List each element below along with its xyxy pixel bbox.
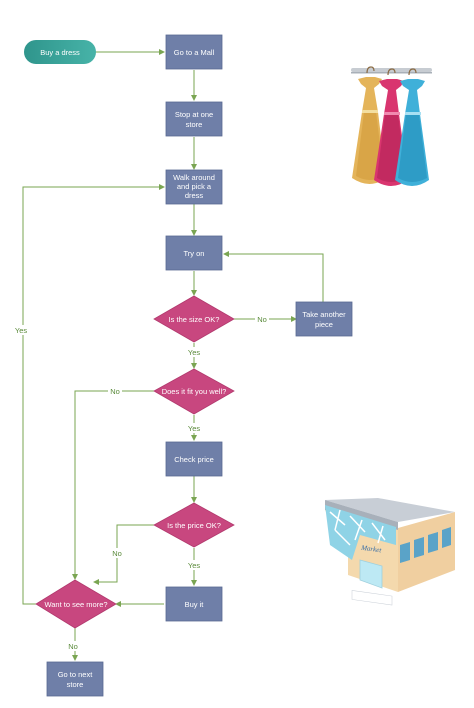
- label-fit-yes: Yes: [188, 424, 200, 433]
- edge-fit-no: [72, 390, 158, 580]
- node-walk-line2: and pick a: [177, 182, 212, 191]
- edge-labels: No Yes No Yes No Yes Yes No: [13, 314, 269, 651]
- node-want-see-more[interactable]: Want to see more?: [35, 579, 117, 629]
- market-building-icon: [325, 498, 455, 606]
- node-start[interactable]: Buy a dress: [24, 40, 96, 64]
- node-take-another-line2: piece: [315, 320, 333, 329]
- label-size-yes: Yes: [188, 348, 200, 357]
- node-walk-line3: dress: [185, 191, 204, 200]
- node-fit-well-label: Does it fit you well?: [162, 387, 227, 396]
- label-price-yes: Yes: [188, 561, 200, 570]
- node-go-to-mall[interactable]: Go to a Mall: [165, 34, 223, 70]
- node-take-another-line1: Take another: [302, 310, 346, 319]
- market-sign-text: Market: [360, 544, 383, 555]
- connectors: [22, 49, 324, 661]
- node-next-store[interactable]: Go to next store: [46, 661, 104, 697]
- node-stop-line2: store: [186, 120, 203, 129]
- node-take-another[interactable]: Take another piece: [295, 301, 353, 337]
- node-buy-it-label: Buy it: [185, 600, 205, 609]
- node-next-store-line2: store: [67, 680, 84, 689]
- node-go-to-mall-label: Go to a Mall: [174, 48, 215, 57]
- node-want-see-more-label: Want to see more?: [44, 600, 107, 609]
- node-walk-line1: Walk around: [173, 173, 215, 182]
- node-fit-well[interactable]: Does it fit you well?: [153, 368, 235, 415]
- node-try-on-label: Try on: [184, 249, 205, 258]
- label-more-no: No: [68, 642, 78, 651]
- node-walk-around[interactable]: Walk around and pick a dress: [165, 169, 223, 205]
- label-size-no: No: [257, 315, 267, 324]
- node-check-price-label: Check price: [174, 455, 214, 464]
- node-start-label: Buy a dress: [40, 48, 80, 57]
- edge-take-another-tryon: [223, 251, 324, 302]
- node-size-ok[interactable]: Is the size OK?: [153, 295, 235, 343]
- edge-more-yes: [22, 184, 165, 605]
- node-next-store-line1: Go to next: [58, 670, 94, 679]
- node-price-ok-label: Is the price OK?: [167, 521, 221, 530]
- dress-rack-icon: [351, 66, 432, 186]
- node-buy-it[interactable]: Buy it: [165, 586, 223, 622]
- node-price-ok[interactable]: Is the price OK?: [153, 502, 235, 548]
- node-size-ok-label: Is the size OK?: [169, 315, 220, 324]
- node-try-on[interactable]: Try on: [165, 235, 223, 271]
- node-stop-at-store[interactable]: Stop at one store: [165, 101, 223, 137]
- node-check-price[interactable]: Check price: [165, 441, 223, 477]
- edge-price-no: [93, 524, 158, 585]
- label-more-yes: Yes: [15, 326, 27, 335]
- label-fit-no: No: [110, 387, 120, 396]
- node-stop-line1: Stop at one: [175, 110, 213, 119]
- label-price-no: No: [112, 549, 122, 558]
